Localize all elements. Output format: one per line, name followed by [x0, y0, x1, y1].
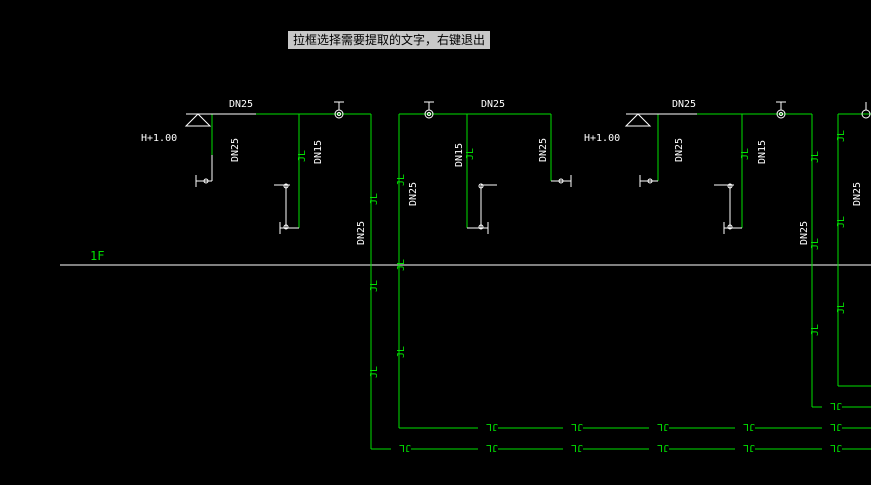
pipe-tag-label: JL	[830, 421, 842, 432]
pipe-tag-label: JL	[486, 421, 498, 432]
command-prompt: 拉框选择需要提取的文字，右键退出	[288, 31, 491, 49]
pipe-tag-label: JL	[465, 148, 476, 160]
pipe-tag-label: JL	[743, 442, 755, 453]
pipe-group-1	[186, 113, 871, 450]
pipe-tag-label: JL	[743, 421, 755, 432]
pipe-tag-label: JL	[369, 280, 380, 292]
pipe-tag-label: JL	[740, 148, 751, 160]
pipe-tag-label: JL	[486, 442, 498, 453]
fixtures-group-2	[424, 101, 572, 234]
fixtures-group-1	[184, 101, 344, 234]
pipe-tag-label: JL	[571, 421, 583, 432]
pipe-tag-label: JL	[571, 442, 583, 453]
pipe-tag-label: JL	[836, 302, 847, 314]
floor-label: 1F	[90, 249, 104, 263]
pipe-tag-label: JL	[396, 346, 407, 358]
pipe-tag-label: JL	[830, 442, 842, 453]
pipe-tag-label: JL	[810, 324, 821, 336]
pipe-size-label: DN25	[481, 99, 505, 110]
pipe-size-label: DN15	[454, 143, 465, 167]
elevation-label: H+1.00	[584, 133, 620, 144]
pipe-size-label: DN25	[799, 221, 810, 245]
pipe-tag-label: JL	[836, 130, 847, 142]
pipe-tag-label: JL	[396, 259, 407, 271]
pipe-tag-label: JL	[297, 150, 308, 162]
pipe-tag-label: JL	[836, 216, 847, 228]
pipe-tag-label: JL	[810, 238, 821, 250]
elevation-marker-icon	[184, 113, 212, 127]
pipe-group-2	[398, 113, 871, 429]
fixtures-group-3	[624, 101, 871, 234]
pipe-tag-label: JL	[396, 174, 407, 186]
pipe-size-label: DN25	[672, 99, 696, 110]
pipe-tag-label: JL	[369, 193, 380, 205]
pipe-tag-label: JL	[657, 442, 669, 453]
pipe-tag-label: JL	[810, 151, 821, 163]
pipe-tag-label: JL	[830, 400, 842, 411]
pipe-size-label: DN25	[356, 221, 367, 245]
pipe-size-label: DN15	[313, 140, 324, 164]
pipe-tag-label: JL	[369, 366, 380, 378]
pipe-tag-label: JL	[399, 442, 411, 453]
pipe-size-label: DN25	[852, 182, 863, 206]
elevation-label: H+1.00	[141, 133, 177, 144]
pipe-size-label: DN25	[408, 182, 419, 206]
pipe-size-label: DN25	[674, 138, 685, 162]
pipe-size-label: DN15	[757, 140, 768, 164]
pipe-size-label: DN25	[230, 138, 241, 162]
pipe-size-label: DN25	[229, 99, 253, 110]
pipe-size-label: DN25	[538, 138, 549, 162]
pipe-tag-label: JL	[657, 421, 669, 432]
elevation-marker-icon	[624, 113, 652, 127]
